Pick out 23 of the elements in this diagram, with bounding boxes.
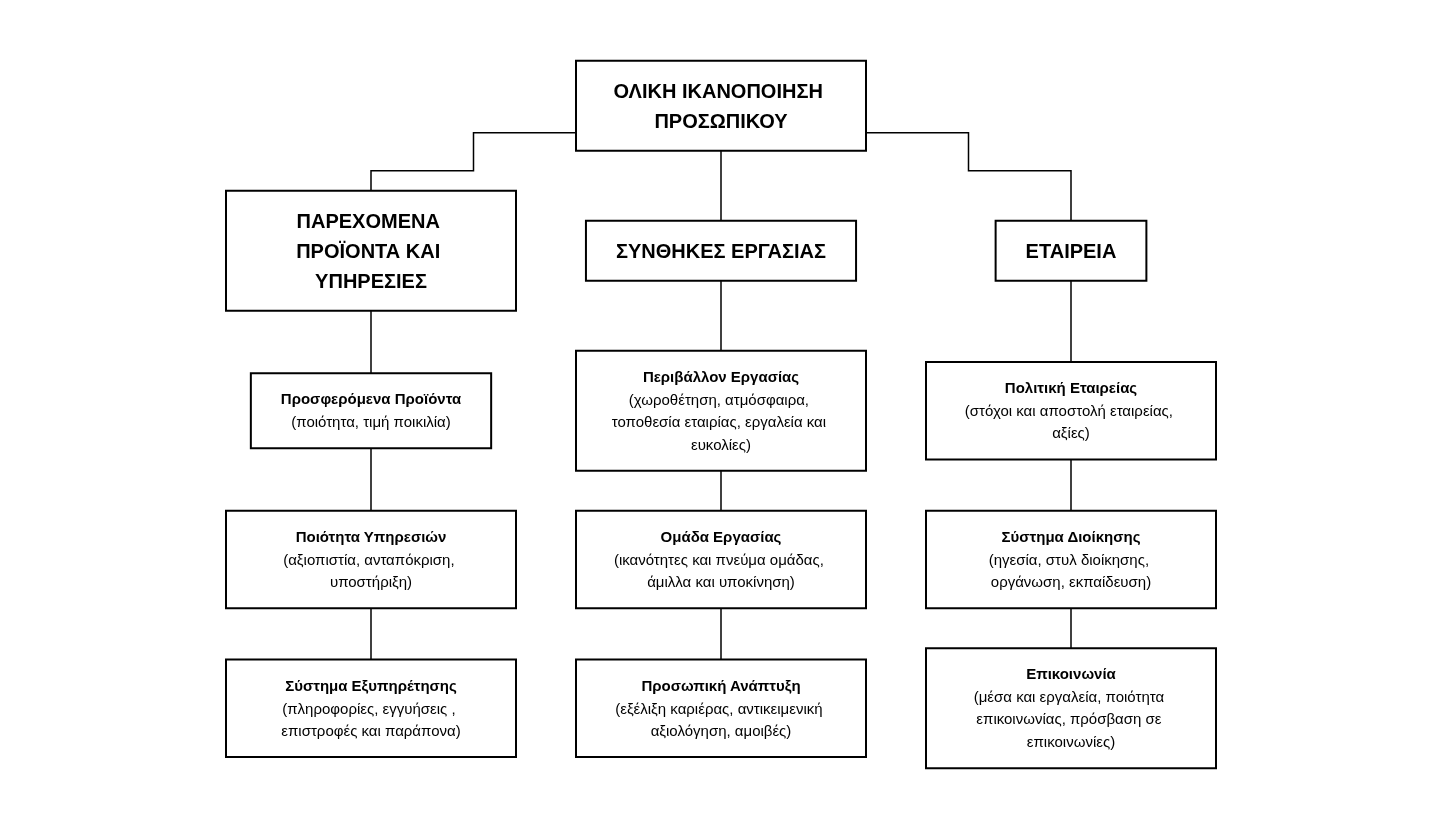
connector [1069,458,1072,512]
connector [1069,280,1072,363]
node-box: Προσφερόμενα Προϊόντα (ποιότητα, τιμή ποικιλία) [249,372,492,450]
connector [1069,607,1072,649]
connector [719,470,722,512]
connector [719,280,722,352]
connector [719,607,722,661]
node-box: Πολιτική Εταιρείας (στόχοι και αποστολή εταιρείας, αξίες) [924,361,1217,461]
connector [369,310,372,374]
connector [369,447,372,512]
node-box: Σύστημα Διοίκησης (ηγεσία, στυλ διοίκησης, οργάνωση, εκπαίδευση) [924,509,1217,610]
node-box: ΟΛΙΚΗ ΙΚΑΝΟΠΟΙΗΣΗ ΠΡΟΣΩΠΙΚΟΥ [574,59,867,152]
connector [369,607,372,661]
node-box: Περιβάλλον Εργασίας (χωροθέτηση, ατμόσφαιρα, τοποθεσία εταιρίας, εργαλεία και ευκολίες) [574,349,867,472]
node-box: Ομάδα Εργασίας (ικανότητες και πνεύμα ομάδας, άμιλλα και υποκίνηση) [574,509,867,610]
node-box: Επικοινωνία (μέσα και εργαλεία, ποιότητα επικοινωνίας, πρόσβαση σε επικοινωνίες) [924,647,1217,770]
node-box: ΠΑΡΕΧΟΜΕΝΑ ΠΡΟΪΟΝΤΑ ΚΑΙ ΥΠΗΡΕΣΙΕΣ [224,189,517,312]
node-box: Ποιότητα Υπηρεσιών (αξιοπιστία, ανταπόκριση, υποστήριξη) [224,509,517,610]
connector [719,150,722,222]
node-box: ΕΤΑΙΡΕΙΑ [994,219,1147,282]
node-box: ΣΥΝΘΗΚΕΣ ΕΡΓΑΣΙΑΣ [584,219,857,282]
node-box: Προσωπική Ανάπτυξη (εξέλιξη καριέρας, αντικειμενική αξιολόγηση, αμοιβές) [574,658,867,758]
node-box: Σύστημα Εξυπηρέτησης (πληροφορίες, εγγυήσεις , επιστροφές και παράπονα) [224,658,517,758]
